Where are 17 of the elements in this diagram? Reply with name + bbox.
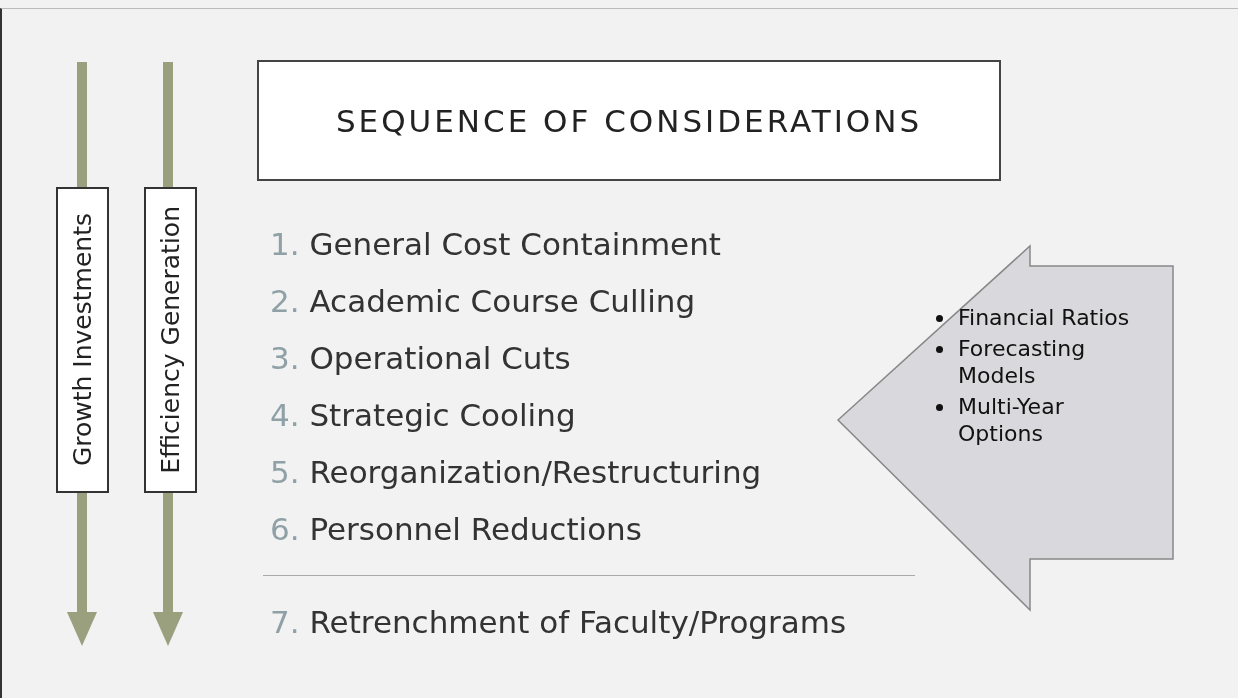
list-item: 1. General Cost Containment (270, 226, 721, 262)
box-label: Growth Investments (68, 213, 97, 467)
bullet-text: Financial Ratios (958, 305, 1130, 330)
bullet-text: Forecasting Models (958, 336, 1086, 388)
heading: SEQUENCE OF CONSIDERATIONS (335, 102, 923, 139)
arrow-shape (836, 244, 1176, 612)
list-item: 7. Retrenchment of Faculty/Programs (270, 604, 847, 640)
text-box (144, 187, 197, 493)
list-item: 3. Operational Cuts (270, 340, 571, 376)
text-box (56, 187, 109, 493)
box-label: Efficiency Generation (156, 206, 185, 474)
list-item: 4. Strategic Cooling (270, 397, 576, 433)
list-item: 6. Personnel Reductions (270, 511, 642, 547)
list-item: 2. Academic Course Culling (270, 283, 696, 319)
bullet-text: Multi-Year Options (958, 394, 1064, 446)
title-box (257, 60, 1001, 181)
list-item: 5. Reorganization/Restructuring (270, 454, 762, 490)
